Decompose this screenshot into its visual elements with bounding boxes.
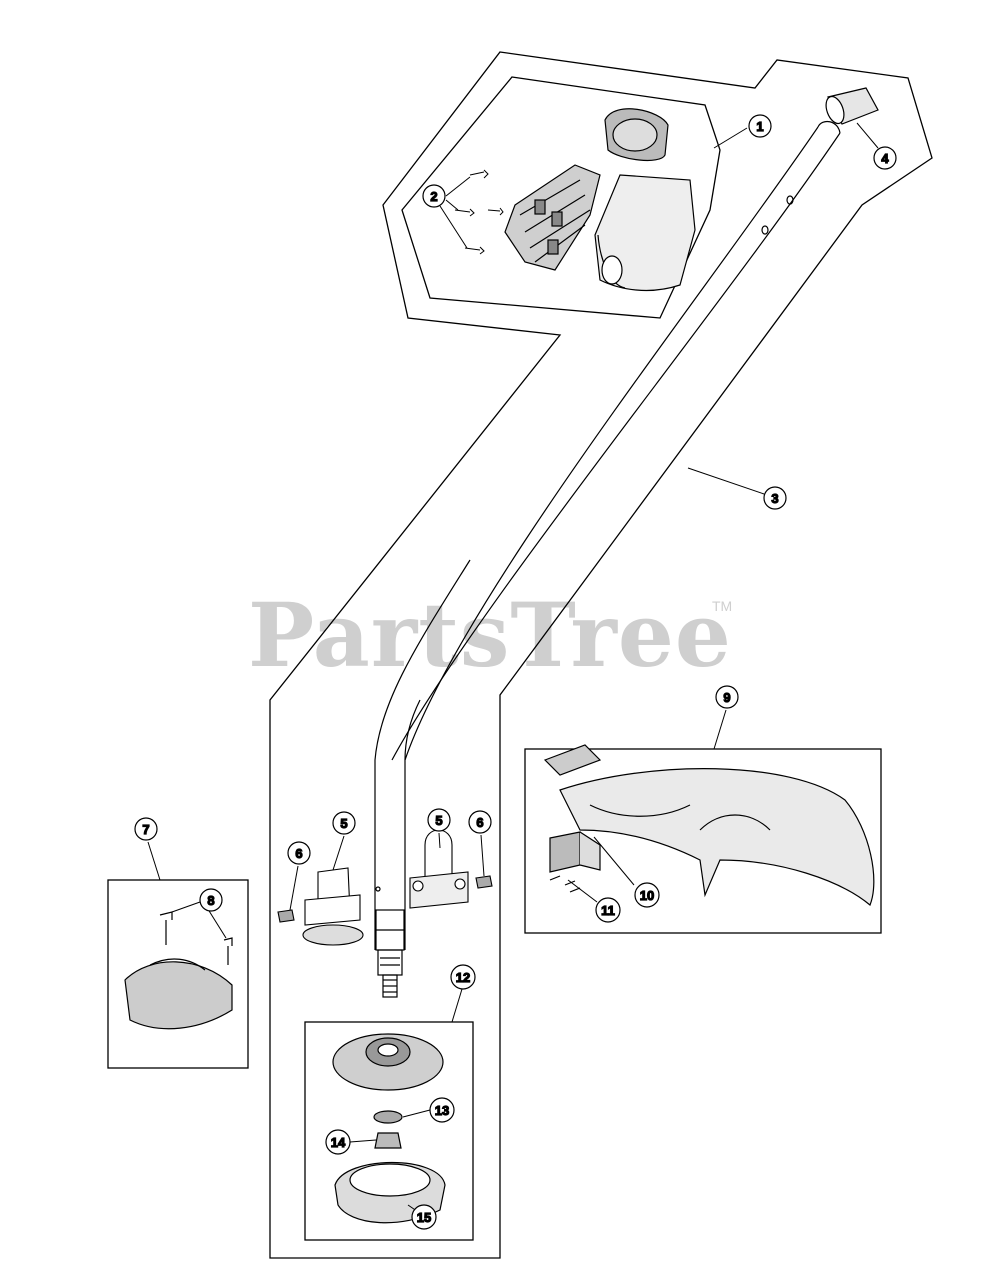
trademark-mark: TM	[712, 598, 733, 614]
callout-6a: 6	[287, 841, 311, 865]
small-guard	[124, 911, 233, 1030]
svg-text:8: 8	[207, 893, 214, 908]
callout-6b: 6	[468, 810, 492, 834]
svg-text:14: 14	[331, 1135, 346, 1150]
callout-11: 11	[595, 897, 621, 923]
callout-3: 3	[763, 486, 787, 510]
callouts: 1 2 3 4 5 5 6 6 7 8 9 10 11 12 13 14 15	[134, 114, 897, 1230]
callout-7: 7	[134, 817, 158, 841]
shaft-assembly-outline	[269, 51, 933, 1259]
svg-text:3: 3	[771, 491, 778, 506]
leader-lines	[147, 122, 879, 1217]
svg-text:12: 12	[456, 970, 470, 985]
svg-text:6: 6	[295, 846, 302, 861]
callout-4: 4	[873, 146, 897, 170]
svg-text:7: 7	[142, 822, 149, 837]
svg-text:5: 5	[340, 816, 347, 831]
callout-10: 10	[634, 882, 660, 908]
svg-text:4: 4	[881, 151, 889, 166]
shaft-sleeve	[825, 87, 879, 125]
svg-text:11: 11	[601, 903, 615, 918]
shaft-clamps	[277, 829, 493, 946]
callout-12: 12	[450, 964, 476, 990]
handle-screws	[454, 169, 504, 255]
svg-text:5: 5	[435, 813, 442, 828]
svg-text:15: 15	[417, 1210, 431, 1225]
callout-15: 15	[411, 1204, 437, 1230]
trimmer-head	[332, 1033, 446, 1224]
large-guard	[543, 744, 875, 906]
handle-parts	[504, 108, 696, 292]
svg-text:6: 6	[476, 815, 483, 830]
svg-text:9: 9	[723, 690, 730, 705]
svg-text:1: 1	[756, 119, 763, 134]
trimmer-head-group-box	[304, 1021, 474, 1241]
callout-8: 8	[199, 888, 223, 912]
callout-14: 14	[325, 1129, 351, 1155]
guard-group-box	[524, 748, 882, 934]
svg-text:10: 10	[640, 888, 654, 903]
callout-1: 1	[748, 114, 772, 138]
svg-text:13: 13	[435, 1103, 449, 1118]
callout-13: 13	[429, 1097, 455, 1123]
partstree-watermark: PartsTree	[248, 583, 732, 687]
callout-2: 2	[422, 184, 446, 208]
callout-5a: 5	[332, 811, 356, 835]
callout-5b: 5	[427, 808, 451, 832]
callout-9: 9	[715, 685, 739, 709]
svg-text:2: 2	[430, 189, 437, 204]
shaft-tube	[374, 120, 841, 998]
alt-guard-group-box	[107, 879, 249, 1069]
